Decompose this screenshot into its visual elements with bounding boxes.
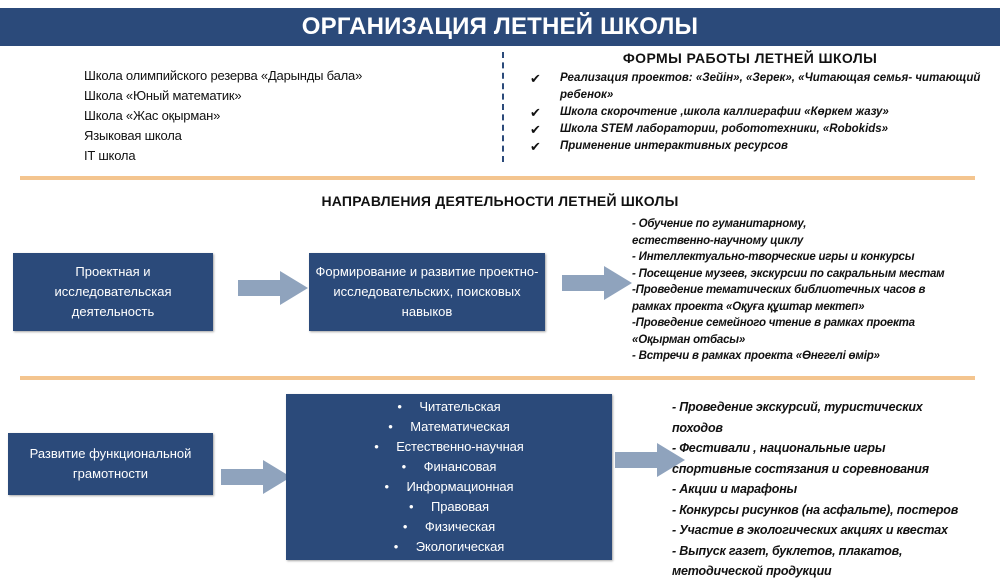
list-item: - Обучение по гуманитарному, [632, 218, 807, 230]
list-item: Языковая школа [84, 128, 182, 143]
list-item: - Выпуск газет, буклетов, плакатов, [672, 543, 903, 558]
list-item: - Проведение экскурсий, туристических [672, 400, 923, 414]
list-item: - Посещение музеев, экскурсии по сакраль… [632, 267, 945, 280]
right-arrow-icon [238, 271, 308, 305]
list-item: - Фестивали , национальные игры [672, 441, 886, 455]
list-item: - Конкурсы рисунков (на асфальте), посте… [672, 502, 959, 517]
list-item: Естественно-научная [374, 437, 524, 457]
list-item: походов [672, 420, 723, 435]
list-item: - Акции и марафоны [672, 482, 798, 496]
check-icon: ✔ [530, 71, 541, 86]
check-icon: ✔ [530, 139, 541, 154]
right-arrow-icon [562, 266, 632, 300]
functional-literacy-box: Развитие функциональной грамотности [8, 433, 213, 495]
list-item: Читательская [374, 397, 524, 417]
dashed-divider [502, 52, 504, 162]
list-item: Правовая [374, 497, 524, 517]
check-icon: ✔ [530, 105, 541, 120]
list-item: Школа «Жас оқырман» [84, 108, 221, 123]
functional-literacy-label: Развитие функциональной грамотности [29, 446, 192, 481]
list-item: - Участие в экологических акциях и квест… [672, 523, 948, 537]
directions-title: НАПРАВЛЕНИЯ ДЕЯТЕЛЬНОСТИ ЛЕТНЕЙ ШКОЛЫ [321, 193, 679, 209]
skills-label: Формирование и развитие проектно-исследо… [315, 264, 539, 319]
list-item: «Оқырман отбасы» [632, 333, 746, 346]
list-item: ✔ Школа скорочтение ,школа каллиграфии «… [530, 104, 990, 121]
list-item: Финансовая [374, 457, 524, 477]
right-arrow-icon [615, 443, 685, 477]
check-icon: ✔ [530, 122, 541, 137]
form-item-text: Реализация проектов: «Зейін», «Зерек», «… [560, 72, 981, 101]
list-item: Физическая [374, 517, 524, 537]
list-item: рамках проекта «Оқуға құштар мектеп» [632, 300, 865, 313]
project-activity-box: Проектная и исследовательская деятельнос… [13, 253, 213, 331]
schools-list: Школа олимпийского резерва «Дарынды бала… [84, 66, 362, 166]
list-item: -Проведение тематических библиотечных ча… [632, 284, 926, 296]
list-item: - Встречи в рамках проекта «Өнегелі өмір… [632, 350, 880, 362]
list-item: методической продукции [672, 564, 832, 578]
list-item: -Проведение семейного чтение в рамках пр… [632, 317, 915, 329]
right-arrow-icon [221, 460, 291, 494]
list-item: ✔ Школа STEM лаборатории, робототехники,… [530, 121, 990, 138]
list-item: естественно-научному циклу [632, 234, 804, 247]
forms-title: ФОРМЫ РАБОТЫ ЛЕТНЕЙ ШКОЛЫ [622, 50, 878, 66]
literacy-types-list: Читательская Математическая Естественно-… [374, 397, 524, 557]
list-item: IT школа [84, 148, 136, 163]
form-item-text: Применение интерактивных ресурсов [560, 140, 788, 152]
activities-list: - Обучение по гуманитарному, естественно… [632, 216, 998, 365]
list-item: Школа олимпийского резерва «Дарынды бала… [84, 68, 363, 83]
list-item: спортивные состязания и соревнования [672, 461, 929, 476]
section-divider [20, 176, 975, 180]
list-item: Школа «Юный математик» [84, 88, 242, 103]
page-title-banner: ОРГАНИЗАЦИЯ ЛЕТНЕЙ ШКОЛЫ [0, 8, 1000, 46]
list-item: ✔ Применение интерактивных ресурсов [530, 138, 990, 155]
list-item: ✔ Реализация проектов: «Зейін», «Зерек»,… [530, 70, 990, 104]
page-title: ОРГАНИЗАЦИЯ ЛЕТНЕЙ ШКОЛЫ [301, 13, 699, 40]
list-item: Информационная [374, 477, 524, 497]
events-list: - Проведение экскурсий, туристических по… [672, 397, 998, 582]
project-activity-label: Проектная и исследовательская деятельнос… [54, 264, 172, 319]
forms-list: ✔ Реализация проектов: «Зейін», «Зерек»,… [530, 70, 990, 155]
skills-box: Формирование и развитие проектно-исследо… [309, 253, 545, 331]
list-item: - Интеллектуально-творческие игры и конк… [632, 251, 915, 263]
form-item-text: Школа STEM лаборатории, робототехники, «… [560, 123, 889, 135]
form-item-text: Школа скорочтение ,школа каллиграфии «Кө… [560, 106, 889, 118]
section-divider [20, 376, 975, 380]
literacy-types-box: Читательская Математическая Естественно-… [286, 394, 612, 560]
list-item: Экологическая [374, 537, 524, 557]
list-item: Математическая [374, 417, 524, 437]
